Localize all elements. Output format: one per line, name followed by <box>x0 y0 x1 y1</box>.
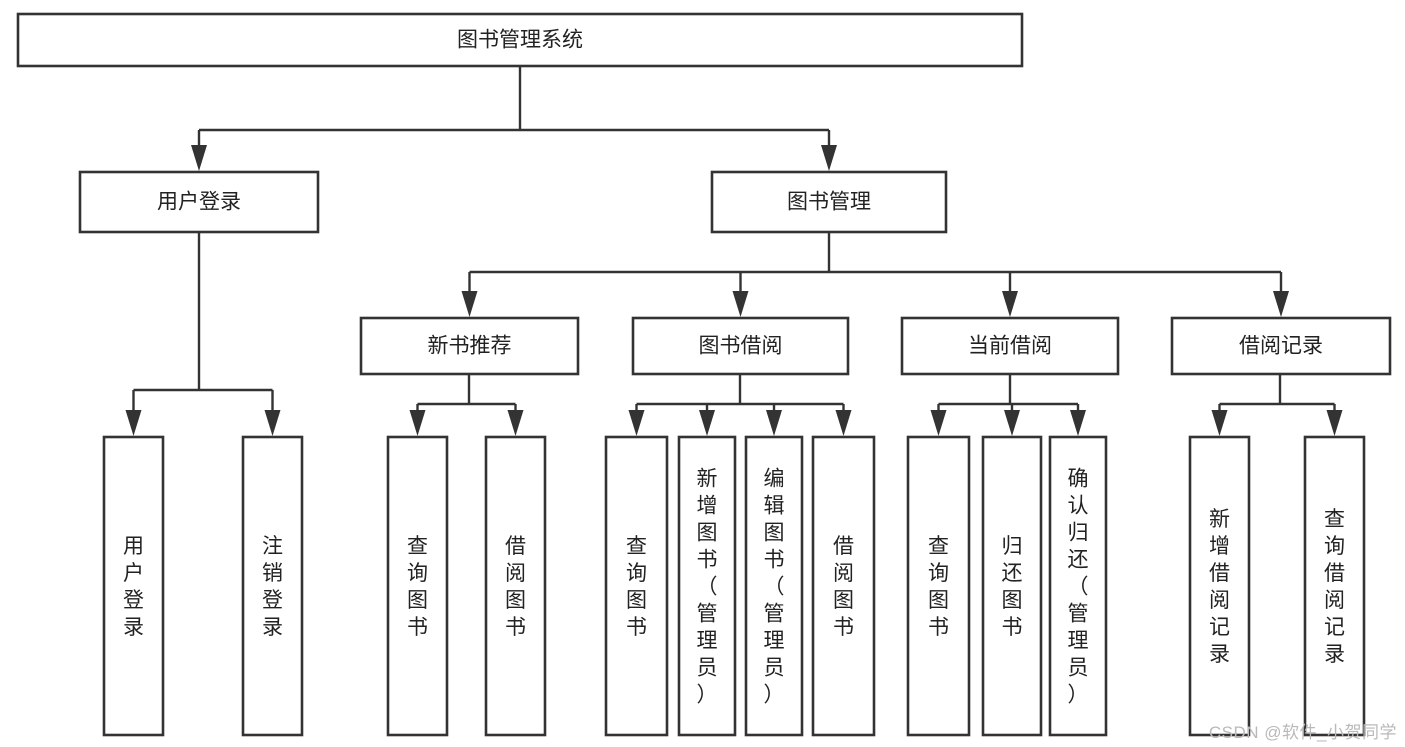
arrow-head-icon <box>1211 410 1228 436</box>
node-label: 确认归还（管理员） <box>1068 468 1089 707</box>
node-leaf-query-book-1[interactable]: 查询图书 <box>386 435 449 737</box>
node-box <box>1170 316 1392 376</box>
node-leaf-query-book-3[interactable]: 查询图书 <box>906 435 971 737</box>
node-box <box>78 170 320 234</box>
node-book-manage[interactable]: 图书管理 <box>710 170 948 234</box>
node-new-book-rec[interactable]: 新书推荐 <box>359 316 580 376</box>
node-user-login[interactable]: 用户登录 <box>78 170 320 234</box>
node-leaf-query-book-2[interactable]: 查询图书 <box>604 435 669 737</box>
connector-group <box>191 66 837 171</box>
node-box <box>631 316 850 376</box>
node-label: 注销登录 <box>262 535 283 639</box>
node-borrow-record[interactable]: 借阅记录 <box>1170 316 1392 376</box>
node-box <box>484 435 547 737</box>
node-box <box>1188 435 1251 737</box>
node-leaf-borrow-book-2[interactable]: 借阅图书 <box>811 435 876 737</box>
node-layer: 图书管理系统用户登录图书管理新书推荐图书借阅当前借阅借阅记录用户登录注销登录查询… <box>16 12 1392 737</box>
node-label: 图书管理 <box>787 191 871 214</box>
arrow-head-icon <box>821 145 837 171</box>
node-leaf-edit-book[interactable]: 编辑图书（管理员） <box>744 435 804 737</box>
connector-group <box>125 232 281 436</box>
node-box <box>677 435 737 737</box>
node-label: 借阅图书 <box>833 535 854 639</box>
arrow-head-icon <box>835 410 852 436</box>
node-box <box>900 316 1120 376</box>
node-label: 借阅记录 <box>1239 335 1323 358</box>
node-box <box>604 435 669 737</box>
connector-layer <box>125 66 1343 436</box>
node-label: 用户登录 <box>123 535 144 639</box>
arrow-head-icon <box>1002 291 1018 317</box>
arrow-head-icon <box>125 410 142 436</box>
connector-group <box>930 374 1086 436</box>
arrow-head-icon <box>628 410 645 436</box>
node-leaf-query-record[interactable]: 查询借阅记录 <box>1303 435 1366 737</box>
connector-group <box>1211 374 1343 436</box>
connector-group <box>628 374 852 436</box>
node-leaf-confirm-return[interactable]: 确认归还（管理员） <box>1048 435 1108 737</box>
node-leaf-add-book[interactable]: 新增图书（管理员） <box>677 435 737 737</box>
node-label: 图书管理系统 <box>457 29 583 52</box>
node-label: 新增图书（管理员） <box>697 468 718 707</box>
node-label: 新增借阅记录 <box>1209 508 1230 666</box>
node-leaf-logout[interactable]: 注销登录 <box>241 435 304 737</box>
arrow-head-icon <box>1004 410 1020 436</box>
node-root[interactable]: 图书管理系统 <box>16 12 1024 68</box>
node-label: 新书推荐 <box>428 335 512 358</box>
node-box <box>102 435 165 737</box>
node-box <box>906 435 971 737</box>
node-box <box>744 435 804 737</box>
node-label: 查询图书 <box>626 535 647 639</box>
node-book-borrow[interactable]: 图书借阅 <box>631 316 850 376</box>
arrow-head-icon <box>766 410 782 436</box>
node-label: 借阅图书 <box>505 535 526 639</box>
arrow-head-icon <box>507 410 524 436</box>
node-label: 当前借阅 <box>968 335 1052 358</box>
node-label: 编辑图书（管理员） <box>764 468 785 707</box>
node-box <box>981 435 1043 737</box>
arrow-head-icon <box>732 291 749 317</box>
connector-group <box>409 374 524 436</box>
node-label: 归还图书 <box>1002 535 1023 639</box>
node-leaf-return-book[interactable]: 归还图书 <box>981 435 1043 737</box>
node-label: 查询借阅记录 <box>1324 508 1345 666</box>
arrow-head-icon <box>461 291 478 317</box>
node-box <box>1048 435 1108 737</box>
node-label: 图书借阅 <box>699 335 783 358</box>
arrow-head-icon <box>409 410 426 436</box>
node-box <box>359 316 580 376</box>
csdn-watermark: CSDN @软件_小贺同学 <box>1208 723 1397 742</box>
node-box <box>811 435 876 737</box>
node-leaf-add-record[interactable]: 新增借阅记录 <box>1188 435 1251 737</box>
node-current-borrow[interactable]: 当前借阅 <box>900 316 1120 376</box>
node-leaf-borrow-book-1[interactable]: 借阅图书 <box>484 435 547 737</box>
arrow-head-icon <box>699 410 715 436</box>
node-box <box>710 170 948 234</box>
arrow-head-icon <box>1273 291 1289 317</box>
node-label: 查询图书 <box>407 535 428 639</box>
arrow-head-icon <box>264 410 281 436</box>
node-label: 用户登录 <box>157 191 241 214</box>
arrow-head-icon <box>1326 410 1343 436</box>
connector-group <box>461 232 1289 317</box>
node-box <box>386 435 449 737</box>
node-box <box>16 12 1024 68</box>
arrow-head-icon <box>1070 410 1086 436</box>
node-leaf-user-login[interactable]: 用户登录 <box>102 435 165 737</box>
node-box <box>1303 435 1366 737</box>
node-label: 查询图书 <box>928 535 949 639</box>
arrow-head-icon <box>191 145 207 171</box>
node-box <box>241 435 304 737</box>
arrow-head-icon <box>930 410 947 436</box>
